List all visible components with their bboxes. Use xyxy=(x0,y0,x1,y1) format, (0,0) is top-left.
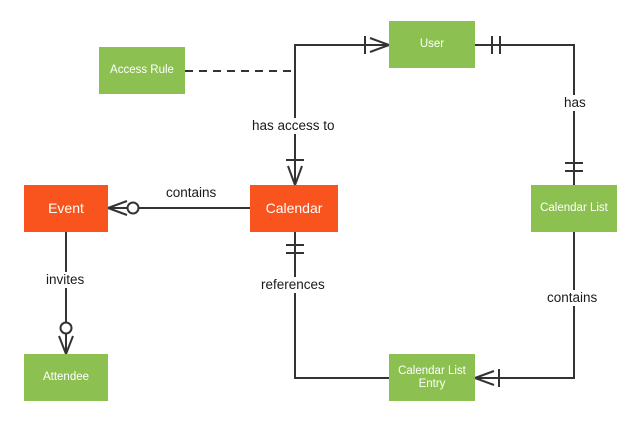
entity-user[interactable]: User xyxy=(389,21,475,68)
entity-access-rule[interactable]: Access Rule xyxy=(99,47,185,94)
connector-user-has-calendar-list xyxy=(475,44,575,185)
cardinality-user-exactly-one xyxy=(491,36,501,54)
entity-label-calendar: Calendar xyxy=(265,199,323,216)
entity-label-calendar-list-entry: Calendar List Entry xyxy=(398,364,466,390)
connector-calendar-references-entry xyxy=(294,232,389,379)
cardinality-event-zero-or-many xyxy=(107,200,140,216)
cardinality-entry-one-or-many xyxy=(474,369,500,387)
entity-label-attendee: Attendee xyxy=(42,371,90,384)
cardinality-user-one-or-many xyxy=(364,36,390,54)
connector-user-has-access-to-calendar xyxy=(294,44,389,185)
entity-calendar-list-entry[interactable]: Calendar List Entry xyxy=(389,354,475,401)
entity-label-access-rule: Access Rule xyxy=(110,64,174,77)
entity-label-event: Event xyxy=(48,199,84,216)
cardinality-calendar-one-or-many xyxy=(286,159,304,186)
relationship-label-contains-event-calendar: contains xyxy=(163,185,220,201)
entity-event[interactable]: Event xyxy=(24,185,108,232)
cardinality-attendee-zero-or-many xyxy=(58,321,74,355)
entity-calendar[interactable]: Calendar xyxy=(250,185,338,232)
relationship-label-references: references xyxy=(258,277,328,293)
relationship-label-contains-list-entry: contains xyxy=(544,290,601,306)
connector-calendar-list-contains-entry xyxy=(475,232,575,379)
entity-label-calendar-list: Calendar List xyxy=(540,202,608,215)
entity-calendar-list[interactable]: Calendar List xyxy=(531,185,617,232)
entity-attendee[interactable]: Attendee xyxy=(24,354,108,401)
relationship-label-has-access-to: has access to xyxy=(249,118,338,134)
cardinality-calendar-exactly-one xyxy=(286,244,304,254)
relationship-label-invites: invites xyxy=(43,272,88,288)
relationship-label-has: has xyxy=(561,95,589,111)
cardinality-calendar-list-exactly-one xyxy=(565,162,583,172)
entity-label-user: User xyxy=(419,38,445,51)
